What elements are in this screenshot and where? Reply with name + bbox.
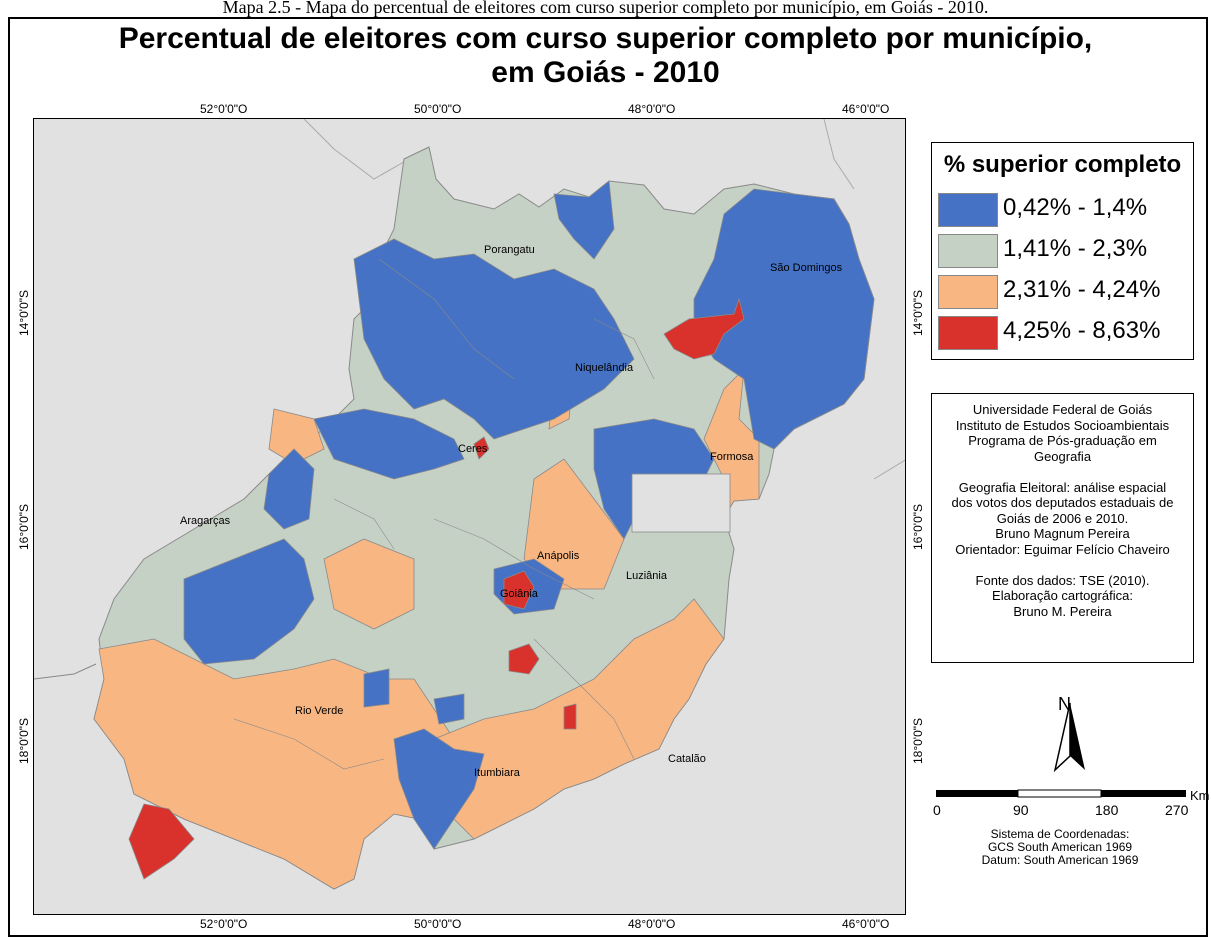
state-border-line	[34, 663, 97, 680]
map-label-aragarcas: Aragarças	[180, 515, 231, 527]
region-northcenter-blue	[553, 180, 615, 260]
map-label-ceres: Ceres	[458, 443, 488, 455]
legend-label: 0,42% - 1,4%	[1003, 194, 1148, 221]
graticule-right-16: 16°0'0"S	[911, 503, 925, 551]
map-title-line-1: Percentual de eleitores com curso superi…	[118, 22, 1093, 55]
region-red-southwest	[128, 803, 195, 880]
graticule-bottom-50: 50°0'0"O	[414, 917, 462, 931]
municipal-boundaries	[233, 258, 655, 770]
map-label-sao-domingos: São Domingos	[770, 262, 843, 274]
legend-label: 1,41% - 2,3%	[1003, 235, 1148, 262]
region-rioverde-small-blue	[363, 668, 390, 708]
credits-line: Universidade Federal de Goiás	[972, 402, 1153, 417]
credits-line: Geografia	[1033, 448, 1092, 464]
north-arrow-label: N	[1058, 694, 1071, 714]
coordinate-system: Sistema de Coordenadas: GCS South Americ…	[955, 828, 1165, 867]
graticule-bottom-46: 46°0'0"O	[842, 917, 890, 931]
region-aragarcas-blue	[263, 448, 315, 530]
crs-line: GCS South American 1969	[987, 840, 1133, 854]
legend-item-class-4: 4,25% - 8,63%	[938, 314, 1193, 352]
region-red-aparecida	[508, 643, 540, 675]
legend-item-class-2: 1,41% - 2,3%	[938, 232, 1193, 270]
map-label-niquelandia: Niquelândia	[575, 362, 634, 374]
north-arrow-icon	[1053, 702, 1085, 773]
credits-line: Elaboração cartográfica:	[992, 588, 1133, 603]
graticule-top-46: 46°0'0"O	[842, 102, 890, 116]
scale-bar	[936, 789, 1186, 798]
graticule-top-50: 50°0'0"O	[414, 102, 462, 116]
graticule-bottom-48: 48°0'0"O	[628, 917, 676, 931]
map-title-line-2: em Goiás - 2010	[491, 56, 720, 89]
legend-label: 4,25% - 8,63%	[1003, 317, 1161, 344]
legend-item-class-3: 2,31% - 4,24%	[938, 273, 1193, 311]
credits-line: Bruno M. Pereira	[1013, 603, 1112, 619]
federal-district-area	[631, 473, 731, 533]
state-border-line	[873, 459, 905, 480]
graticule-right-14: 14°0'0"S	[911, 289, 925, 337]
legend-title: % superior completo	[943, 151, 1182, 178]
scale-unit: Km	[1190, 788, 1210, 803]
graticule-top-52: 52°0'0"O	[200, 102, 248, 116]
legend-swatch	[938, 316, 998, 350]
graticule-left-18: 18°0'0"S	[17, 717, 31, 765]
map-label-goiania: Goiânia	[500, 588, 538, 600]
credits-line: Geografia Eleitoral: análise espacial	[958, 479, 1167, 495]
credits-line: dos votos dos deputados estaduais de	[951, 495, 1174, 510]
region-red-south	[563, 703, 577, 730]
graticule-left-16: 16°0'0"S	[17, 503, 31, 551]
map-label-luziania: Luziânia	[626, 570, 667, 582]
region-west-orange	[268, 408, 325, 465]
state-border-line	[823, 119, 855, 190]
credits-line: Goiás de 2006 e 2010.	[996, 510, 1129, 526]
region-south-orange	[433, 598, 725, 840]
region-west-blue	[183, 538, 315, 665]
region-central-orange	[323, 538, 415, 630]
map-legend: % superior completo 0,42% - 1,4% 1,41% -…	[931, 142, 1194, 360]
map-label-anapolis: Anápolis	[537, 550, 580, 562]
graticule-left-14: 14°0'0"S	[17, 289, 31, 337]
map-label-catalao: Catalão	[668, 753, 706, 765]
region-red-northeast	[663, 297, 745, 360]
credits-line	[932, 464, 1193, 480]
credits-line: Bruno Magnum Pereira	[995, 526, 1130, 541]
legend-swatch	[938, 234, 998, 268]
credits-line: Orientador: Eguimar Felício Chaveiro	[955, 541, 1170, 557]
map-canvas	[33, 118, 906, 915]
graticule-top-48: 48°0'0"O	[628, 102, 676, 116]
map-label-porangatu: Porangatu	[484, 244, 535, 256]
credits-line	[932, 557, 1193, 573]
class-red-regions	[128, 297, 745, 880]
credits-line: Fonte dos dados: TSE (2010).	[975, 572, 1150, 588]
scale-label-90: 90	[1013, 802, 1029, 818]
scale-label-270: 270	[1165, 802, 1189, 818]
region-itumbiara-blue	[393, 728, 485, 850]
graticule-right-18: 18°0'0"S	[911, 717, 925, 765]
legend-swatch	[938, 193, 998, 227]
credits-box: Universidade Federal de Goiás Instituto …	[931, 393, 1194, 663]
scale-label-0: 0	[933, 802, 941, 818]
region-north-blue	[353, 238, 635, 440]
region-red-ceres	[473, 436, 490, 460]
credits-line: Instituto de Estudos Socioambientais	[955, 417, 1170, 433]
credits-line: Programa de Pós-graduação em	[968, 433, 1157, 448]
region-south-small-blue	[433, 693, 465, 725]
figure-caption: Mapa 2.5 - Mapa do percentual de eleitor…	[222, 0, 989, 17]
scale-label-180: 180	[1095, 802, 1119, 818]
choropleth-map	[34, 119, 905, 890]
map-label-rio-verde: Rio Verde	[295, 705, 344, 717]
crs-line: Datum: South American 1969	[981, 853, 1139, 867]
map-label-formosa: Formosa	[710, 451, 754, 463]
graticule-bottom-52: 52°0'0"O	[200, 917, 248, 931]
state-border-line	[303, 119, 410, 180]
crs-line: Sistema de Coordenadas:	[990, 827, 1130, 841]
map-label-itumbiara: Itumbiara	[474, 767, 520, 779]
class-orange-regions	[93, 318, 760, 890]
region-red-goiania	[503, 570, 535, 610]
legend-item-class-1: 0,42% - 1,4%	[938, 191, 1193, 229]
legend-label: 2,31% - 4,24%	[1003, 276, 1161, 303]
region-ceres-blue	[313, 408, 465, 480]
legend-swatch	[938, 275, 998, 309]
